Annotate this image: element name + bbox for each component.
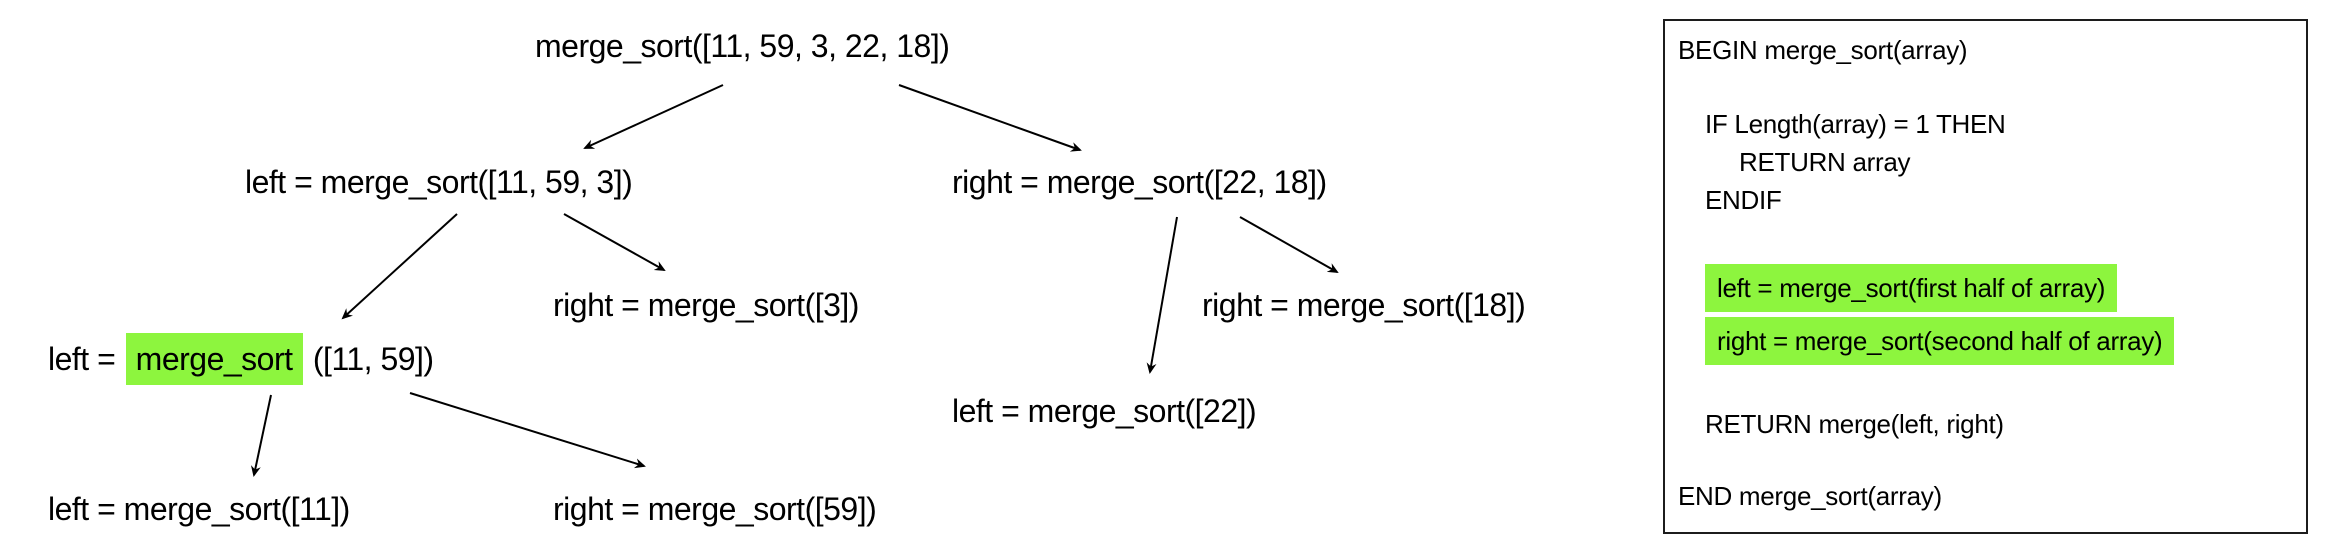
node-prefix-text: left = [48,341,116,377]
code-line-right-recursive-call: right = merge_sort(second half of array) [1705,317,2175,365]
code-line-left-recursive-call: left = merge_sort(first half of array) [1705,264,2118,312]
arrow-root-to-right [898,84,1082,152]
tree-node-left-11-59-highlighted: left = merge_sort ([11, 59]) [48,333,434,385]
tree-node-left-11: left = merge_sort([11]) [48,491,350,527]
tree-node-left-subarray: left = merge_sort([11, 59, 3]) [245,164,633,200]
code-line-begin: BEGIN merge_sort(array) [1678,35,1968,65]
code-line-if: IF Length(array) = 1 THEN [1705,109,2006,139]
tree-node-left-22: left = merge_sort([22]) [952,393,1257,429]
code-line-end: END merge_sort(array) [1678,481,1942,511]
arrow-left-to-right3 [563,213,666,271]
tree-node-right-subarray: right = merge_sort([22, 18]) [952,164,1327,200]
tree-node-right-3: right = merge_sort([3]) [553,287,859,323]
tree-node-right-18: right = merge_sort([18]) [1202,287,1526,323]
tree-node-right-59: right = merge_sort([59]) [553,491,877,527]
highlighted-merge-sort-call: merge_sort [125,333,303,385]
arrow-left1159-to-right59 [409,392,646,469]
arrow-left1159-to-left11 [250,394,272,477]
arrow-right-to-left22 [1146,216,1178,374]
code-line-return-merge: RETURN merge(left, right) [1705,409,2004,439]
tree-node-root: merge_sort([11, 59, 3, 22, 18]) [535,28,950,64]
pseudocode-panel: BEGIN merge_sort(array) IF Length(array)… [1663,19,2308,534]
code-line-endif: ENDIF [1705,185,1782,215]
arrow-right-to-right18 [1239,216,1339,273]
arrow-root-to-left [583,84,724,149]
node-suffix-text: ([11, 59]) [312,341,434,377]
arrow-left-to-left1159 [341,213,458,320]
code-line-return-array: RETURN array [1739,147,1911,177]
